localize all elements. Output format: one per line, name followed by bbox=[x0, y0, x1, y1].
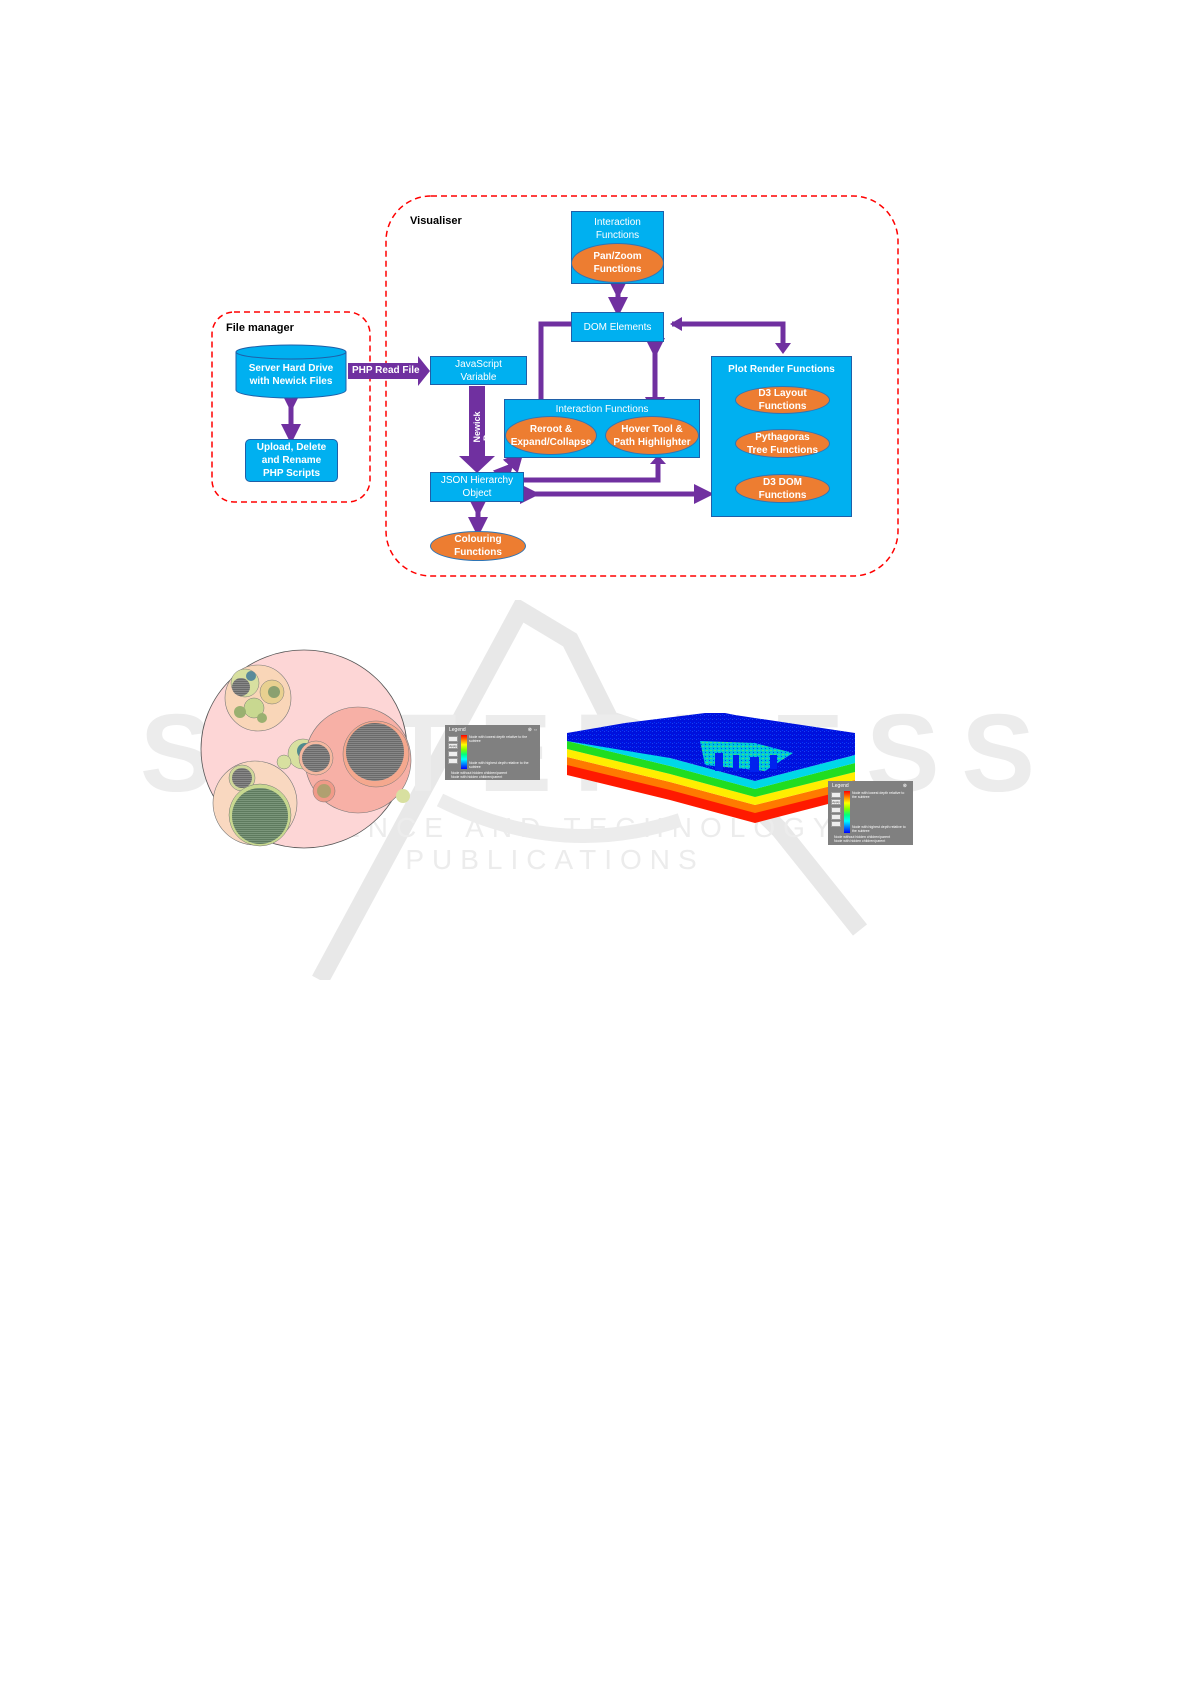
legend-title: Legend bbox=[449, 727, 466, 733]
file-manager-group bbox=[211, 311, 371, 503]
legend-field-1[interactable] bbox=[831, 807, 841, 813]
dom-elements-box: DOM Elements bbox=[571, 312, 664, 342]
circle-packing-plot bbox=[200, 649, 412, 849]
json-hierarchy-box: JSON Hierarchy Object bbox=[430, 472, 524, 502]
interaction-functions-top-label: Interaction Functions bbox=[594, 217, 641, 241]
arrow-php-read-file bbox=[348, 356, 430, 386]
legend-item-2: Node with hidden children/parent bbox=[451, 775, 503, 779]
legend-close-icon[interactable]: ⊗ bbox=[527, 727, 532, 733]
server-drive-label: Server Hard Drive with Newick Files bbox=[248, 363, 334, 387]
javascript-variable-box: JavaScript Variable bbox=[430, 356, 527, 385]
d3-dom-oval: D3 DOM Functions bbox=[735, 474, 830, 503]
file-manager-label: File manager bbox=[226, 322, 294, 334]
legend-field-1[interactable] bbox=[448, 751, 458, 757]
php-read-file-label: PHP Read File bbox=[352, 365, 420, 376]
colouring-oval: Colouring Functions bbox=[430, 531, 526, 561]
legend-panel-1: Legend ⊗ ⇔ Apply Node with lowest depth … bbox=[445, 725, 540, 780]
diagram-connectors bbox=[211, 195, 899, 577]
legend-field-2[interactable] bbox=[448, 758, 458, 764]
legend-field-2[interactable] bbox=[831, 814, 841, 820]
plot-render-label: Plot Render Functions bbox=[728, 364, 835, 375]
hover-tool-oval: Hover Tool & Path Highlighter bbox=[605, 416, 699, 455]
legend-input[interactable] bbox=[831, 792, 841, 798]
legend-apply-button[interactable]: Apply bbox=[831, 799, 841, 805]
cyan-detail-region bbox=[700, 741, 793, 771]
server-drive-cylinder: Server Hard Drive with Newick Files bbox=[235, 344, 347, 400]
legend-field-3[interactable] bbox=[831, 821, 841, 827]
legend-item-1: Node without hidden children/parent bbox=[451, 771, 508, 775]
legend-bottom-text: Node with highest depth relative to the … bbox=[852, 825, 906, 833]
legend-item-1: Node without hidden children/parent bbox=[834, 835, 891, 839]
visualiser-group bbox=[385, 195, 899, 577]
legend-bottom-text: Node with highest depth relative to the … bbox=[469, 761, 529, 769]
legend-item-2: Node with hidden children/parent bbox=[834, 839, 886, 843]
legend-move-icon[interactable]: ⇔ bbox=[533, 727, 538, 733]
arrow-dom-reroot bbox=[538, 321, 571, 405]
legend-panel-2: Legend ⊗ Apply Node with lowest depth re… bbox=[828, 781, 913, 845]
layer-green bbox=[567, 741, 855, 797]
legend-top-text: Node with lowest depth relative to the s… bbox=[852, 791, 905, 799]
layer-orange bbox=[567, 757, 855, 813]
interaction-functions-mid-label: Interaction Functions bbox=[555, 404, 649, 415]
legend-input[interactable] bbox=[448, 736, 458, 742]
arrow-json-hover bbox=[524, 463, 661, 483]
visualiser-label: Visualiser bbox=[410, 215, 462, 227]
arrow-dom-plot bbox=[672, 321, 786, 344]
arrow-json-reroot bbox=[492, 451, 524, 485]
arrow-newick-parser bbox=[459, 386, 495, 473]
legend-color-bar bbox=[844, 791, 850, 833]
legend-close-icon[interactable]: ⊗ bbox=[902, 783, 907, 789]
d3-layout-oval: D3 Layout Functions bbox=[735, 386, 830, 414]
pan-zoom-oval: Pan/Zoom Functions bbox=[571, 243, 664, 283]
legend-top-text: Node with lowest depth relative to the s… bbox=[469, 735, 528, 743]
newick-parser-label: Newick Parser bbox=[472, 411, 492, 443]
legend-color-bar bbox=[461, 735, 467, 769]
upload-scripts-box: Upload, Delete and Rename PHP Scripts bbox=[245, 439, 338, 482]
legend-title: Legend bbox=[832, 783, 849, 789]
pythagoras-3d-plot bbox=[567, 713, 855, 823]
layer-red bbox=[567, 764, 855, 823]
reroot-oval: Reroot & Expand/Collapse bbox=[505, 416, 597, 455]
layer-yellow bbox=[567, 749, 855, 805]
pythagoras-oval: Pythagoras Tree Functions bbox=[735, 429, 830, 458]
layer-cyan bbox=[567, 733, 855, 789]
legend-apply-button[interactable]: Apply bbox=[448, 743, 458, 749]
